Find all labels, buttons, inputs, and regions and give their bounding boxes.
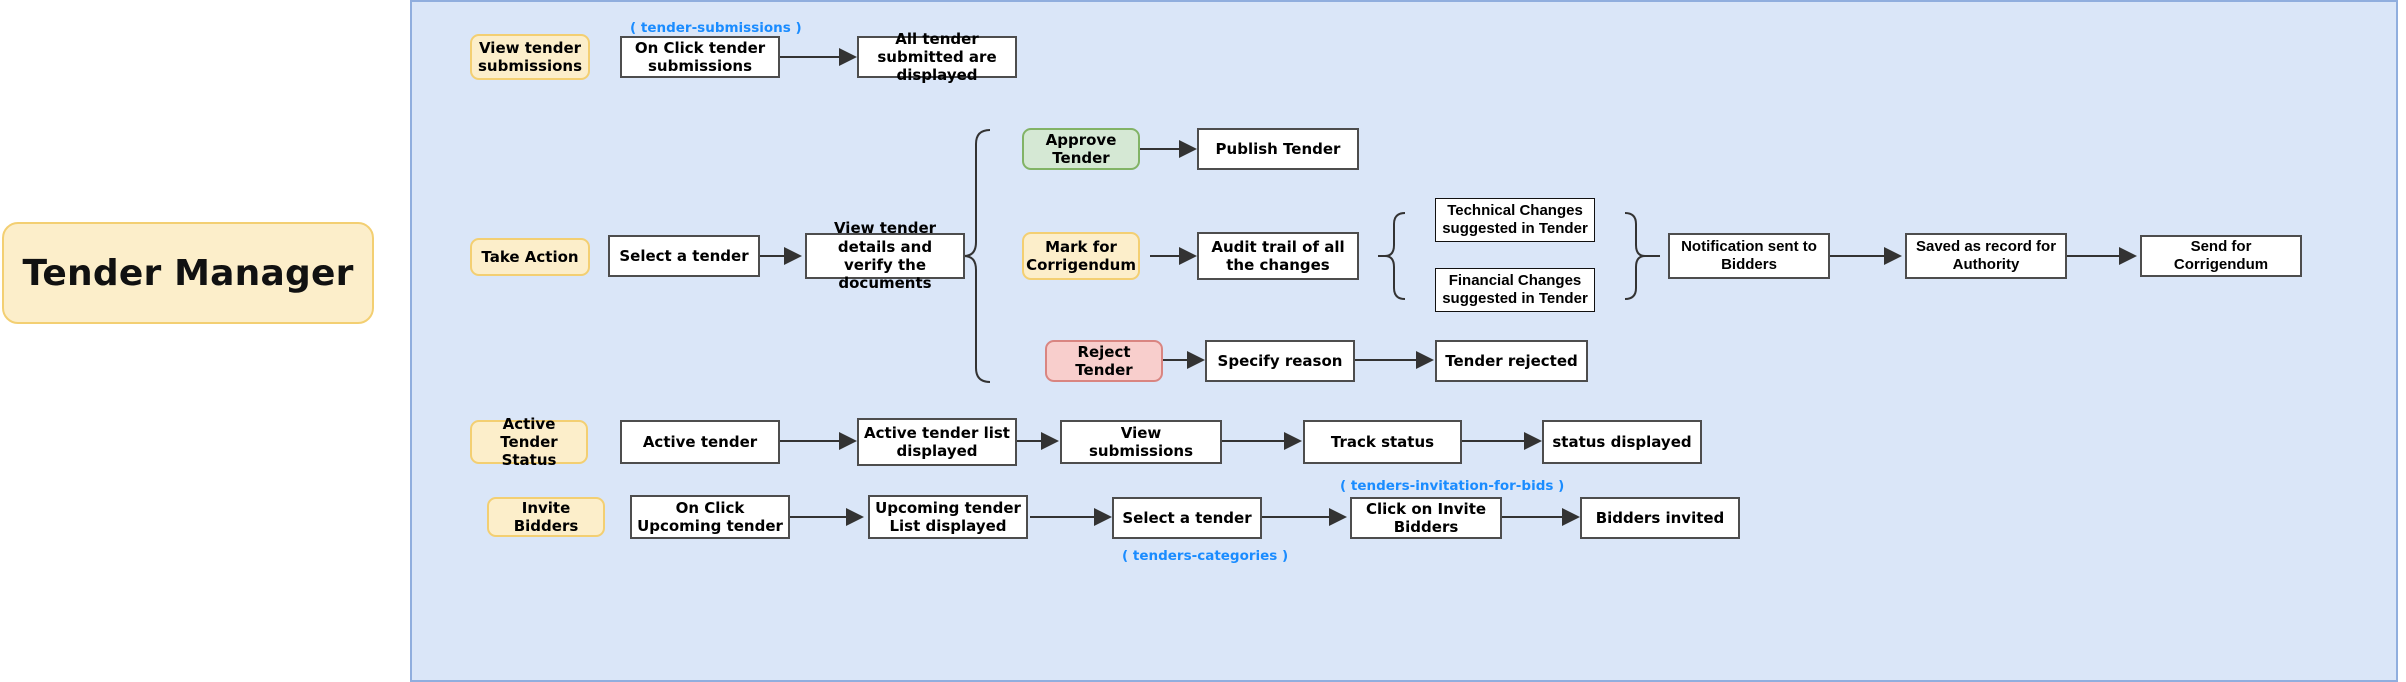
node-audit-trail-of-changes[interactable]: Audit trail of all the changes — [1197, 232, 1359, 280]
lane-invite-bidders[interactable]: Invite Bidders — [487, 497, 605, 537]
tag-tender-submissions: ( tender-submissions ) — [630, 20, 802, 36]
node-view-tender-details-verify[interactable]: View tender details and verify the docum… — [805, 219, 965, 292]
node-upcoming-tender-list-displayed[interactable]: Upcoming tender List displayed — [868, 495, 1028, 539]
lane-take-action[interactable]: Take Action — [470, 238, 590, 276]
node-tender-rejected[interactable]: Tender rejected — [1435, 340, 1588, 382]
node-on-click-upcoming-tender[interactable]: On Click Upcoming tender — [630, 495, 790, 539]
node-saved-as-record-for-authority[interactable]: Saved as record for Authority — [1905, 233, 2067, 279]
node-active-tender[interactable]: Active tender — [620, 420, 780, 464]
node-select-a-tender-invite[interactable]: Select a tender — [1112, 497, 1262, 539]
node-approve-tender[interactable]: Approve Tender — [1022, 128, 1140, 170]
node-technical-changes-suggested[interactable]: Technical Changes suggested in Tender — [1435, 198, 1595, 242]
node-reject-tender[interactable]: Reject Tender — [1045, 340, 1163, 382]
node-all-tender-submitted-displayed[interactable]: All tender submitted are displayed — [857, 30, 1017, 84]
node-view-submissions[interactable]: View submissions — [1060, 420, 1222, 464]
node-notification-sent-to-bidders[interactable]: Notification sent to Bidders — [1668, 233, 1830, 279]
node-status-displayed[interactable]: status displayed — [1542, 420, 1702, 464]
node-click-on-invite-bidders[interactable]: Click on Invite Bidders — [1350, 497, 1502, 539]
node-publish-tender[interactable]: Publish Tender — [1197, 128, 1359, 170]
lane-active-tender-status[interactable]: Active Tender Status — [470, 415, 588, 469]
node-send-for-corrigendum[interactable]: Send for Corrigendum — [2140, 235, 2302, 277]
node-specify-reason[interactable]: Specify reason — [1205, 340, 1355, 382]
node-track-status[interactable]: Track status — [1303, 420, 1462, 464]
tag-tenders-invitation-for-bids: ( tenders-invitation-for-bids ) — [1340, 478, 1565, 494]
lane-view-tender-submissions[interactable]: View tender submissions — [470, 34, 590, 80]
node-bidders-invited[interactable]: Bidders invited — [1580, 497, 1740, 539]
node-select-a-tender-action[interactable]: Select a tender — [608, 235, 760, 277]
node-active-tender-list-displayed[interactable]: Active tender list displayed — [857, 418, 1017, 466]
node-on-click-tender-submissions[interactable]: On Click tender submissions — [620, 36, 780, 78]
node-mark-for-corrigendum[interactable]: Mark for Corrigendum — [1022, 232, 1140, 280]
actor-tender-manager[interactable]: Tender Manager — [2, 222, 374, 324]
flow-canvas — [410, 0, 2398, 682]
node-financial-changes-suggested[interactable]: Financial Changes suggested in Tender — [1435, 268, 1595, 312]
tag-tenders-categories: ( tenders-categories ) — [1122, 548, 1289, 564]
